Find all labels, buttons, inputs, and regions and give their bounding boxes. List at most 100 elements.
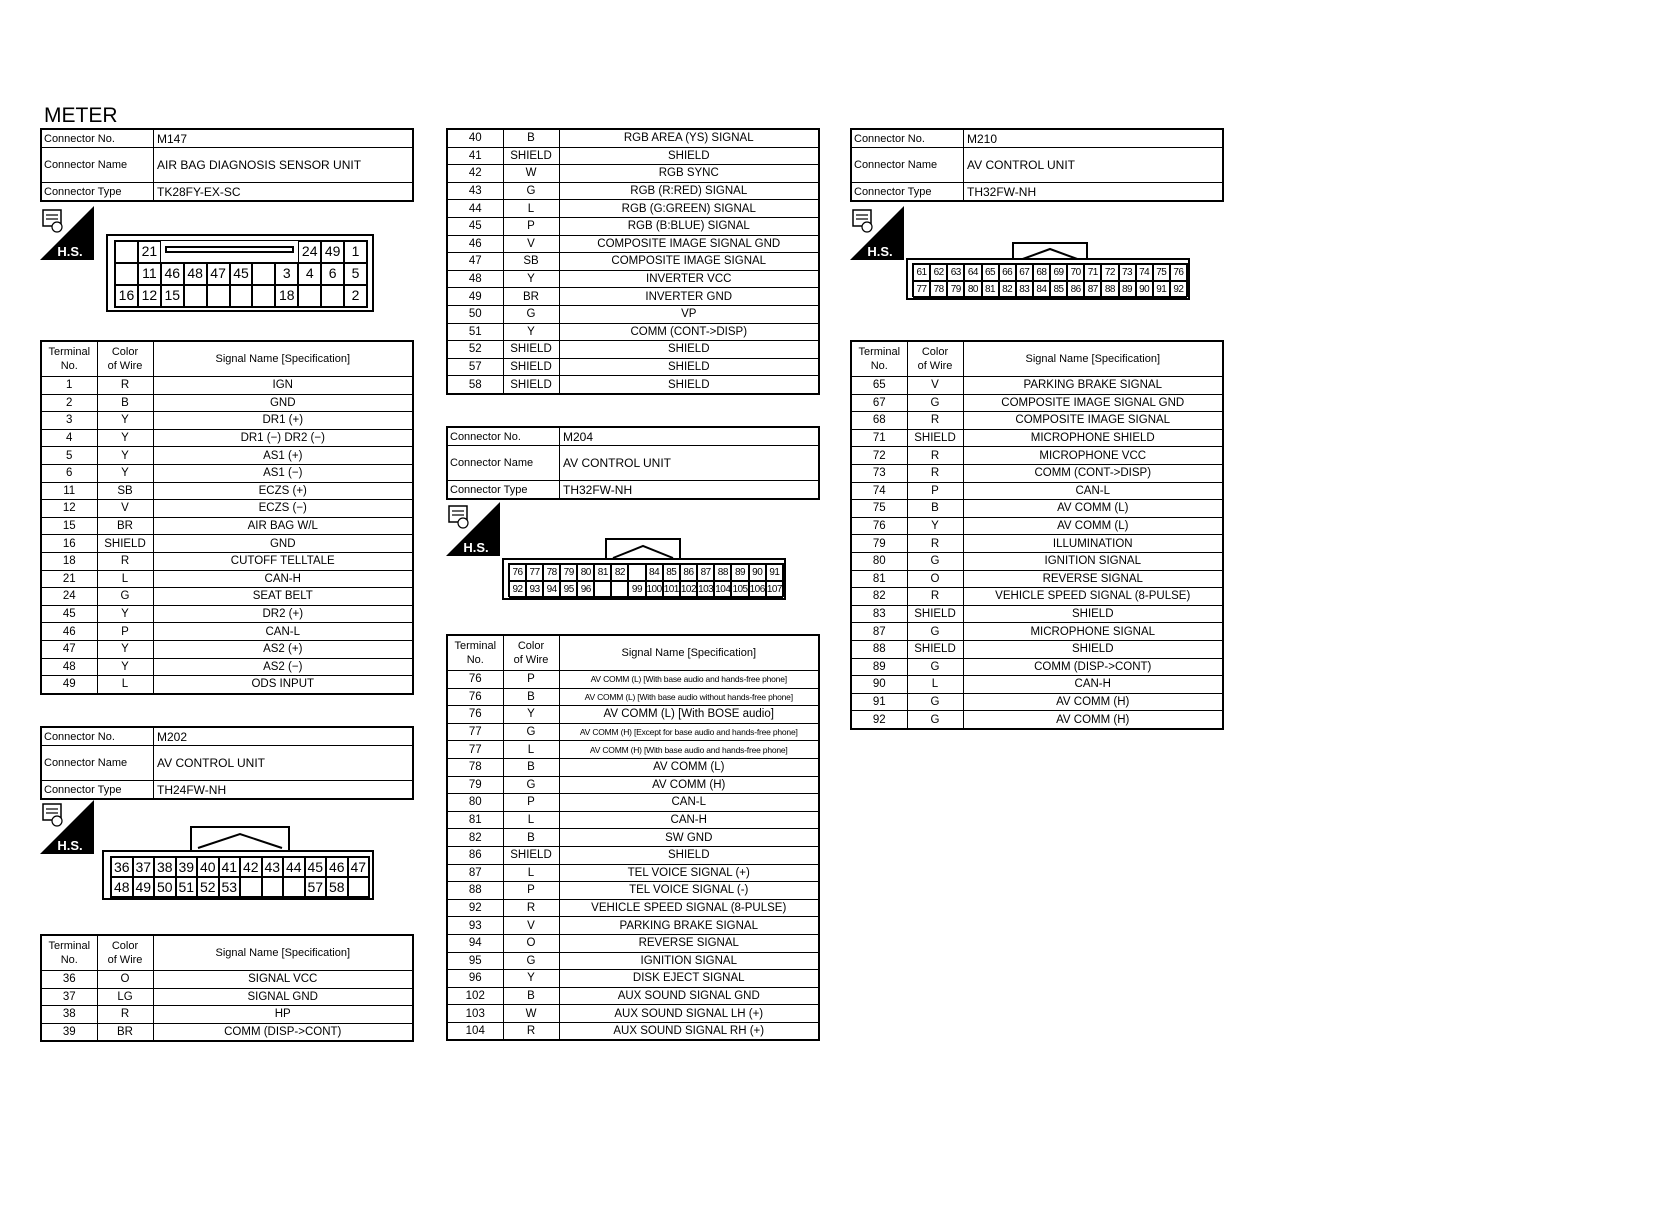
- wire-color: Y: [502, 969, 560, 988]
- connector-no-label: Connector No.: [448, 428, 560, 445]
- wire-color: Y: [502, 322, 560, 342]
- terminal-no: 88: [850, 639, 908, 659]
- signal-name: SHIELD: [962, 639, 1224, 659]
- wire-color: SHIELD: [502, 845, 560, 865]
- terminal-pin: 65: [981, 264, 999, 281]
- terminal-pin: [183, 285, 207, 307]
- terminal-pin: 39: [175, 857, 197, 877]
- signal-name: VEHICLE SPEED SIGNAL (8-PULSE): [962, 587, 1224, 606]
- wire-color: L: [96, 569, 154, 589]
- terminal-pin: [283, 877, 305, 897]
- terminal-no: 76: [446, 705, 504, 724]
- terminal-no: 75: [850, 499, 908, 518]
- signal-name: COMM (CONT->DISP): [962, 463, 1224, 483]
- connector-lock-tab: [190, 826, 290, 852]
- terminal-no: 67: [850, 393, 908, 413]
- connector-type-value: TH32FW-NH: [967, 184, 1037, 199]
- wire-color: V: [96, 499, 154, 518]
- signal-name: ECZS (−): [152, 499, 414, 518]
- terminal-pin: 50: [154, 877, 176, 897]
- terminal-no: 43: [446, 181, 504, 201]
- signal-name: CAN-L: [558, 793, 820, 812]
- terminal-pin: 4: [298, 263, 322, 285]
- wire-color: SB: [502, 252, 560, 271]
- signal-name: REVERSE SIGNAL: [558, 933, 820, 953]
- wire-color: L: [502, 740, 560, 759]
- terminal-pin: 1: [344, 241, 367, 263]
- signal-name: AS1 (−): [152, 463, 414, 483]
- terminal-pin: [261, 877, 283, 897]
- terminal-pin: 24: [298, 241, 322, 263]
- terminal-pin: 79: [560, 564, 578, 581]
- signal-name: SIGNAL GND: [152, 987, 414, 1007]
- terminal-pin: 40: [197, 857, 219, 877]
- signal-name: AV COMM (L): [962, 499, 1224, 518]
- connector-name-label: Connector Name: [42, 746, 154, 780]
- wire-color: O: [96, 970, 154, 989]
- terminal-no: 81: [850, 569, 908, 589]
- signal-name: SHIELD: [558, 146, 820, 166]
- svg-text:H.S.: H.S.: [57, 244, 82, 259]
- terminal-no: 39: [40, 1022, 98, 1042]
- terminal-no: 73: [850, 463, 908, 483]
- terminal-no: 102: [446, 986, 504, 1006]
- terminal-pin: 99: [628, 581, 646, 598]
- signal-name: AIR BAG W/L: [152, 516, 414, 536]
- terminal-pin: 45: [229, 263, 253, 285]
- terminal-pin: 43: [261, 857, 283, 877]
- terminal-pin: 66: [998, 264, 1016, 281]
- wire-color: L: [502, 199, 560, 218]
- terminal-pin: [229, 285, 253, 307]
- terminal-no: 104: [446, 1021, 504, 1041]
- col-signal-header: Signal Name [Specification]: [558, 634, 820, 671]
- signal-name: AV COMM (L) [With base audio without han…: [558, 687, 820, 707]
- terminal-pin: 77: [526, 564, 544, 581]
- terminal-no: 46: [40, 622, 98, 641]
- terminal-pin: 70: [1067, 264, 1085, 281]
- terminal-no: 94: [446, 933, 504, 953]
- terminal-no: 80: [446, 793, 504, 812]
- wire-color: V: [502, 916, 560, 935]
- terminal-pin: 84: [645, 564, 663, 581]
- wire-color: Y: [502, 269, 560, 289]
- signal-name: SIGNAL VCC: [152, 970, 414, 989]
- signal-name: SHIELD: [558, 357, 820, 377]
- svg-text:H.S.: H.S.: [57, 838, 82, 853]
- wire-color: R: [906, 446, 964, 465]
- terminal-pin: 69: [1050, 264, 1068, 281]
- wire-color: Y: [96, 657, 154, 677]
- connector-type-label: Connector Type: [448, 481, 560, 498]
- terminal-pin: 80: [577, 564, 595, 581]
- terminal-pin: 77: [913, 281, 931, 298]
- wire-color: P: [502, 881, 560, 900]
- wire-color: G: [906, 692, 964, 712]
- signal-name: MICROPHONE SHIELD: [962, 428, 1224, 448]
- connector-no-value: M202: [157, 729, 188, 744]
- col-signal-header: Signal Name [Specification]: [152, 934, 414, 971]
- wire-color: G: [906, 551, 964, 571]
- terminal-pin: 91: [765, 564, 783, 581]
- terminal-pin: [252, 263, 276, 285]
- signal-name: CAN-H: [962, 675, 1224, 694]
- terminal-no: 21: [40, 569, 98, 589]
